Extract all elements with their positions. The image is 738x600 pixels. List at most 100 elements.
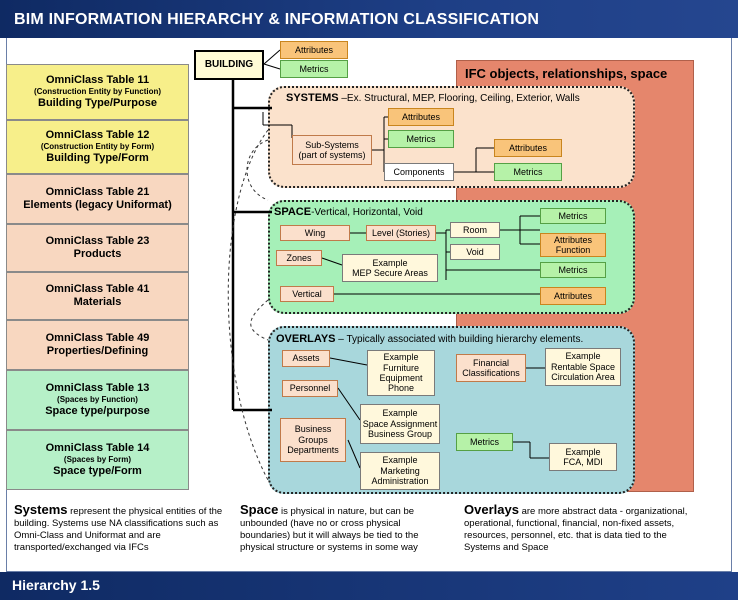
ex-line: FCA, MDI [563, 457, 603, 467]
overlays-note: Overlays are more abstract data - organi… [464, 502, 704, 554]
table-desc: Products [73, 248, 122, 260]
zones-example-line2: MEP Secure Areas [352, 268, 428, 278]
level-node: Level (Stories) [366, 225, 436, 241]
overlays-metrics: Metrics [456, 433, 513, 451]
bgd-line: Departments [287, 445, 339, 456]
page-title: BIM INFORMATION HIERARCHY & INFORMATION … [14, 11, 540, 28]
table-title: OmniClass Table 13 [45, 382, 150, 395]
ex-line: Furniture [382, 362, 419, 373]
omniclass-table-49: OmniClass Table 49 Properties/Defining [6, 320, 189, 370]
fin-line: Classifications [462, 368, 520, 378]
subsystems-line1: Sub-Systems [305, 139, 359, 150]
fin-line: Financial [472, 357, 510, 368]
void-node: Void [450, 244, 500, 260]
ifc-label: IFC objects, relationships, space [465, 66, 668, 81]
building-node: BUILDING [194, 50, 264, 80]
table-desc: Space type/Form [53, 464, 142, 477]
table-sub: (Spaces by Function) [57, 395, 138, 405]
attr-fn-line1: Attributes [553, 234, 593, 245]
ex-line: Rentable Space [550, 361, 616, 372]
building-metrics: Metrics [280, 60, 348, 78]
metrics-example: Example FCA, MDI [549, 443, 617, 471]
omniclass-table-12: OmniClass Table 12 (Construction Entity … [6, 120, 189, 174]
financial-example: Example Rentable Space Circulation Area [545, 348, 621, 386]
omniclass-table-41: OmniClass Table 41 Materials [6, 272, 189, 320]
components-metrics: Metrics [494, 163, 562, 181]
subsystems-attributes: Attributes [388, 108, 454, 126]
wing-node: Wing [280, 225, 350, 241]
bgd-line: Groups [298, 434, 328, 445]
subsystems-metrics: Metrics [388, 130, 454, 148]
attr-fn-line2: Function [555, 245, 591, 255]
personnel-example: Example Space Assignment Business Group [360, 404, 440, 444]
overlays-heading: OVERLAYS [276, 333, 336, 345]
table-desc: Properties/Defining [46, 345, 149, 357]
table-title: OmniClass Table 21 [45, 185, 150, 198]
subsystems-node: Sub-Systems (part of systems) [292, 135, 372, 165]
ex-line: Circulation Area [551, 372, 615, 383]
overlays-desc: – Typically associated with building hie… [335, 334, 584, 345]
systems-header: SYSTEMS –Ex. Structural, MEP, Flooring, … [286, 92, 631, 104]
ex-line: Phone [387, 383, 415, 394]
space-desc: -Vertical, Horizontal, Void [311, 207, 423, 218]
table-title: OmniClass Table 49 [45, 331, 150, 344]
title-bar: BIM INFORMATION HIERARCHY & INFORMATION … [0, 0, 738, 38]
footer-bar: Hierarchy 1.5 [0, 572, 738, 600]
building-attributes: Attributes [280, 41, 348, 59]
ex-line: Example [382, 455, 418, 466]
ex-line: Example [565, 351, 601, 362]
footer-label: Hierarchy 1.5 [12, 577, 100, 593]
zones-example-line1: Example [372, 257, 408, 268]
table-sub: (Spaces by Form) [63, 455, 132, 465]
space-heading: SPACE [274, 206, 312, 218]
table-desc: Building Type/Purpose [38, 96, 157, 109]
zones-node: Zones [276, 250, 322, 266]
ex-line: Example [383, 352, 419, 363]
ex-line: Example [382, 408, 418, 419]
table-title: OmniClass Table 23 [45, 234, 150, 247]
assets-node: Assets [282, 350, 330, 367]
room-metrics: Metrics [540, 208, 606, 224]
ex-line: Administration [371, 476, 429, 487]
space-metrics: Metrics [540, 262, 606, 278]
table-desc: Building Type/Form [46, 151, 149, 164]
space-note: Space is physical in nature, but can be … [240, 502, 445, 554]
overlays-note-head: Overlays [464, 502, 519, 517]
ex-line: Equipment [379, 373, 423, 383]
omniclass-table-13: OmniClass Table 13 (Spaces by Function) … [6, 370, 189, 430]
subsystems-line2: (part of systems) [298, 150, 366, 160]
space-attributes: Attributes [540, 287, 606, 305]
omniclass-table-23: OmniClass Table 23 Products [6, 224, 189, 272]
personnel-node: Personnel [282, 380, 338, 397]
business-groups-node: Business Groups Departments [280, 418, 346, 462]
table-sub: (Construction Entity by Function) [33, 87, 162, 97]
table-title: OmniClass Table 12 [45, 129, 150, 142]
ex-line: Example [565, 446, 601, 457]
table-desc: Space type/purpose [45, 404, 150, 417]
ex-line: Space Assignment [362, 418, 438, 429]
table-desc: Materials [73, 296, 122, 308]
components-attributes: Attributes [494, 139, 562, 157]
table-title: OmniClass Table 14 [45, 442, 150, 455]
overlays-header: OVERLAYS – Typically associated with bui… [276, 333, 626, 345]
room-attributes-function: Attributes Function [540, 233, 606, 257]
room-node: Room [450, 222, 500, 238]
systems-note-head: Systems [14, 502, 68, 517]
systems-note-text: represent the physical entities of the b… [14, 506, 223, 553]
omniclass-table-11: OmniClass Table 11 (Construction Entity … [6, 64, 189, 120]
financial-classifications-node: Financial Classifications [456, 354, 526, 382]
table-sub: (Construction Entity by Form) [40, 142, 155, 152]
space-header: SPACE-Vertical, Horizontal, Void [274, 206, 619, 218]
table-title: OmniClass Table 41 [45, 282, 150, 295]
space-note-head: Space [240, 502, 279, 517]
components-node: Components [384, 163, 454, 181]
omniclass-table-14: OmniClass Table 14 (Spaces by Form) Spac… [6, 430, 189, 490]
ex-line: Marketing [380, 465, 420, 476]
table-title: OmniClass Table 11 [45, 74, 150, 87]
overlays-note-text: are more abstract data - organizational,… [464, 506, 688, 553]
zones-example: Example MEP Secure Areas [342, 254, 438, 282]
ex-line: Business Group [367, 429, 433, 440]
systems-heading: SYSTEMS [286, 92, 339, 104]
business-groups-example: Example Marketing Administration [360, 452, 440, 490]
